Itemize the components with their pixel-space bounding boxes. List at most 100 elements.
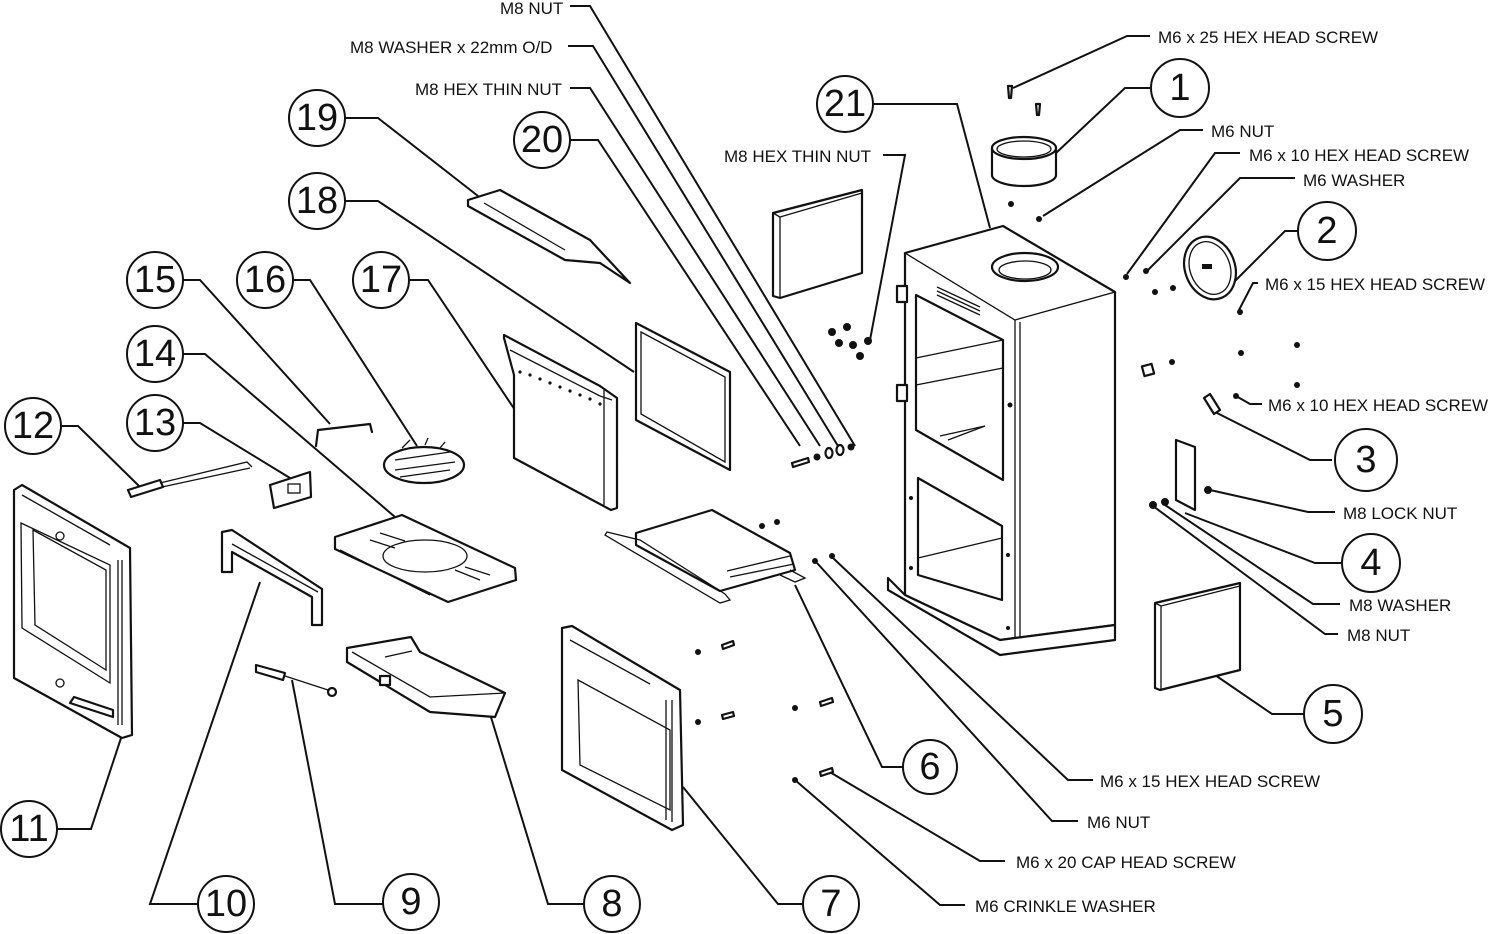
leader-m8-hex-thin-nut-top [570, 87, 821, 447]
label-m6x10-hex-head-screw-top: M6 x 10 HEX HEAD SCREW [1249, 146, 1469, 165]
callout-1[interactable]: 1 [1150, 58, 1210, 118]
label-m8-nut-right: M8 NUT [1347, 626, 1410, 645]
leader-3 [1214, 411, 1332, 461]
callout-6-number: 6 [919, 746, 940, 788]
leader-2 [1225, 230, 1298, 291]
callout-11[interactable]: 11 [0, 800, 58, 858]
callout-5-number: 5 [1322, 693, 1343, 735]
leader-m6x20 [827, 770, 1005, 862]
callout-17-number: 17 [360, 259, 402, 301]
leader-16 [292, 279, 418, 447]
callout-21-number: 21 [824, 83, 866, 125]
callout-21[interactable]: 21 [816, 75, 874, 133]
label-m8-washer-22mm: M8 WASHER x 22mm O/D [350, 38, 552, 57]
label-m6-crinkle-washer: M6 CRINKLE WASHER [975, 897, 1156, 916]
leader-5 [1214, 674, 1304, 715]
part-7-door-frame [560, 624, 835, 832]
callout-2[interactable]: 2 [1297, 201, 1357, 261]
callout-19-number: 19 [296, 97, 338, 139]
label-m8-lock-nut: M8 LOCK NUT [1343, 504, 1457, 523]
callout-20[interactable]: 20 [513, 111, 571, 169]
leader-4 [1184, 512, 1343, 564]
m8-bolt-stack [790, 443, 855, 469]
callout-4[interactable]: 4 [1341, 533, 1401, 593]
part-3-bracket [1202, 392, 1222, 416]
callouts: 1 2 3 4 5 6 7 8 [0, 58, 1401, 933]
leader-12 [62, 425, 141, 488]
callout-15-number: 15 [134, 259, 176, 301]
leader-m6x15-bottom [832, 557, 1093, 781]
leader-m6-crinkle [794, 779, 965, 906]
label-m6x10-hex-head-screw-right: M6 x 10 HEX HEAD SCREW [1268, 396, 1488, 415]
leader-m8-nut-top [570, 5, 856, 447]
callout-12[interactable]: 12 [4, 397, 62, 455]
callout-1-number: 1 [1169, 67, 1190, 109]
part-18-glass-panel [634, 321, 732, 472]
callout-3-number: 3 [1355, 439, 1376, 481]
leader-14 [182, 353, 396, 518]
callout-12-number: 12 [12, 405, 54, 447]
leader-18 [345, 200, 635, 373]
label-m6x15-hex-head-screw-right: M6 x 15 HEX HEAD SCREW [1265, 275, 1485, 294]
part-17-baffle [502, 333, 619, 512]
part-6-baffle-plate [604, 508, 835, 604]
label-m6-nut-bottom: M6 NUT [1087, 813, 1150, 832]
parts [12, 84, 1300, 832]
callout-4-number: 4 [1360, 542, 1381, 584]
callout-20-number: 20 [521, 119, 563, 161]
callout-9[interactable]: 9 [382, 873, 440, 931]
leader-7 [682, 786, 803, 905]
label-m6-washer: M6 WASHER [1303, 171, 1405, 190]
leader-m6-nut-top [1042, 129, 1203, 217]
label-m8-washer: M8 WASHER [1349, 596, 1451, 615]
leader-17 [408, 279, 516, 411]
leader-m8-hex-thin-nut-mid [869, 154, 907, 341]
callout-10-number: 10 [205, 883, 247, 925]
leader-13 [182, 422, 291, 479]
callout-13[interactable]: 13 [126, 394, 184, 452]
leader-m6-washer [1146, 177, 1295, 272]
callout-16-number: 16 [244, 259, 286, 301]
leader-m6-nut-bottom [816, 562, 1078, 822]
callout-10[interactable]: 10 [197, 875, 255, 933]
part-13-air-slide [268, 470, 313, 510]
label-m6x20-cap-head-screw: M6 x 20 CAP HEAD SCREW [1016, 853, 1236, 872]
callout-19[interactable]: 19 [288, 89, 346, 147]
callout-14[interactable]: 14 [126, 325, 184, 383]
leader-lines [57, 5, 1343, 906]
label-m6x15-hex-head-screw-bottom: M6 x 15 HEX HEAD SCREW [1100, 772, 1320, 791]
leader-10 [148, 581, 261, 905]
callout-3[interactable]: 3 [1334, 428, 1398, 492]
callout-9-number: 9 [400, 881, 421, 923]
label-m8-nut-top: M8 NUT [500, 0, 563, 18]
callout-6[interactable]: 6 [902, 739, 958, 795]
leader-6 [794, 584, 905, 768]
callout-5[interactable]: 5 [1303, 684, 1363, 744]
part-8-ash-pan [345, 635, 507, 719]
leader-15 [181, 279, 331, 425]
leader-m8-washer [1164, 504, 1340, 605]
fastener-labels: M8 NUT M8 WASHER x 22mm O/D M8 HEX THIN … [350, 0, 1488, 916]
label-m8-hex-thin-nut-top: M8 HEX THIN NUT [415, 80, 562, 99]
leader-m6x15-right [1238, 282, 1258, 311]
leader-11 [57, 731, 124, 830]
leader-1 [1037, 87, 1150, 171]
leader-m6x10-right [1235, 395, 1262, 405]
callout-8[interactable]: 8 [583, 875, 641, 933]
leader-19 [345, 117, 479, 197]
callout-17[interactable]: 17 [352, 251, 410, 309]
part-2-cover-plate [1123, 235, 1300, 399]
callout-18-number: 18 [296, 180, 338, 222]
part-12-poker [126, 461, 253, 499]
callout-7[interactable]: 7 [802, 875, 860, 933]
callout-18[interactable]: 18 [288, 172, 346, 230]
part-9-ash-pan-tool [254, 663, 338, 698]
callout-14-number: 14 [134, 333, 176, 375]
label-m6-nut-top: M6 NUT [1211, 122, 1274, 141]
label-m8-hex-thin-nut-mid: M8 HEX THIN NUT [724, 147, 871, 166]
leader-21 [872, 103, 991, 229]
callout-16[interactable]: 16 [236, 251, 294, 309]
callout-15[interactable]: 15 [126, 251, 184, 309]
callout-7-number: 7 [820, 883, 841, 925]
